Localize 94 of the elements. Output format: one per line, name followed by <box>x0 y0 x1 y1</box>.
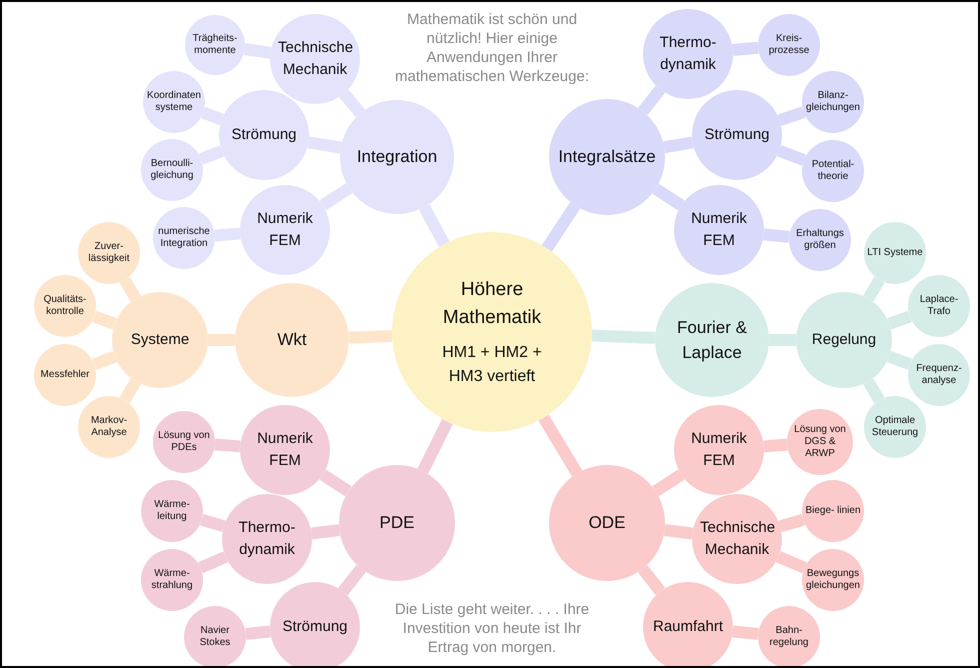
connector <box>652 470 685 496</box>
connector <box>92 310 117 330</box>
node-label: Technische Mechanik <box>700 518 774 560</box>
node-label: LTI Systeme <box>867 247 923 259</box>
connector <box>198 145 224 165</box>
node-label: Frequenz- analyse <box>915 363 963 387</box>
node-label: Fourier & Laplace <box>676 316 748 364</box>
connector <box>245 626 271 640</box>
node-label: Bilanz- gleichungen <box>805 90 861 114</box>
connector <box>886 350 912 370</box>
connector <box>887 310 912 330</box>
connector <box>417 418 453 474</box>
connector <box>348 330 392 344</box>
connector <box>777 145 806 166</box>
connector <box>732 42 759 56</box>
connector <box>208 334 235 346</box>
node-label: PDE <box>380 512 414 534</box>
connector <box>319 470 352 496</box>
node-label: Höhere Mathematik <box>442 278 542 330</box>
node-label: Kreis- prozesse <box>768 33 810 57</box>
node-label: Thermo- dynamik <box>238 518 296 560</box>
node-label: Bewegungs gleichungen <box>805 568 861 592</box>
connector <box>863 378 884 404</box>
node-label: Wärme- strahlung <box>150 568 194 592</box>
node-label: Integration <box>356 146 438 168</box>
node-label: Erhaltungs größen <box>795 228 845 252</box>
node-label: Strömung <box>231 124 297 145</box>
connector <box>538 414 582 476</box>
connector <box>244 43 272 59</box>
connector <box>778 106 806 126</box>
node-label: Optimale Steuerung <box>870 415 920 439</box>
connector <box>339 90 366 118</box>
node-label: Numerik FEM <box>256 208 314 251</box>
node-label: Trägheits- momente <box>192 33 238 57</box>
connector <box>663 136 694 154</box>
connector <box>664 524 694 540</box>
connector <box>652 184 685 210</box>
note-text: Die Liste geht weiter. . . . Ihre Investition von heute ist Ihr Ertrag von morgen. <box>394 600 590 657</box>
connector <box>198 551 228 574</box>
connector <box>310 524 340 540</box>
connector <box>200 514 226 532</box>
connector <box>319 183 353 210</box>
connector <box>214 228 241 242</box>
node-label: Bahn- regelung <box>768 625 810 649</box>
node-label: Wärme- leitung <box>153 499 191 523</box>
node-label: ODE <box>588 512 626 534</box>
connector <box>338 564 366 596</box>
connector <box>92 350 118 370</box>
node-label: Strömung <box>282 616 348 637</box>
connector <box>120 276 141 302</box>
node-label: Systeme <box>130 330 190 350</box>
connector <box>201 107 224 126</box>
node-label: Potential- theorie <box>810 159 856 183</box>
connector <box>769 334 796 346</box>
connector <box>763 438 788 452</box>
connector <box>214 438 241 452</box>
node-label: Lösung von DGS & ARWP <box>793 424 847 460</box>
node-label: Wkt <box>277 329 307 352</box>
node-label: Numerik FEM <box>690 428 748 471</box>
node-label: HM1 + HM2 + HM3 vertieft <box>441 342 543 386</box>
node-label: Messfehler <box>40 369 90 381</box>
node-label: Numerik FEM <box>256 428 314 471</box>
connector <box>776 551 807 574</box>
node-label: Lösung von PDEs <box>157 430 211 454</box>
node-label: numerische Integration <box>157 226 211 250</box>
node-label: Technische Mechanik <box>278 38 352 80</box>
node-label: Zuver- lässigkeit <box>87 241 131 265</box>
node-label: Navier Stokes <box>198 625 232 649</box>
node-label: Thermo- dynamik <box>658 32 718 75</box>
connector <box>863 276 884 302</box>
node-label: Markov- Analyse <box>90 415 128 439</box>
connector <box>763 228 790 243</box>
connector <box>307 136 342 154</box>
connector <box>120 378 141 404</box>
connector <box>542 202 580 252</box>
connector <box>638 86 665 116</box>
node-label: Qualitäts- kontrolle <box>42 294 88 318</box>
node-label: Bernoulli- gleichung <box>150 158 194 182</box>
note-text: Mathematik ist schön und nützlich! Hier einige Anwendungen Ihrer mathematischen Werkzeuge: <box>394 10 590 86</box>
connector <box>732 625 759 640</box>
node-label: Koordinaten systeme <box>146 90 202 114</box>
bubble-node <box>758 606 820 666</box>
connector <box>638 565 666 596</box>
connector <box>418 204 450 247</box>
node-label: Regelung <box>812 330 876 350</box>
node-label: Integralsätze <box>558 146 656 168</box>
node-label: Strömung <box>704 124 770 145</box>
node-label: Biege- linien <box>805 505 861 517</box>
node-label: Laplace- Trafo <box>918 294 960 318</box>
node-label: Raumfahrt <box>652 616 724 637</box>
node-label: Numerik FEM <box>690 208 748 251</box>
connector <box>592 330 656 344</box>
bubble-node <box>184 606 246 666</box>
connector <box>778 514 805 532</box>
